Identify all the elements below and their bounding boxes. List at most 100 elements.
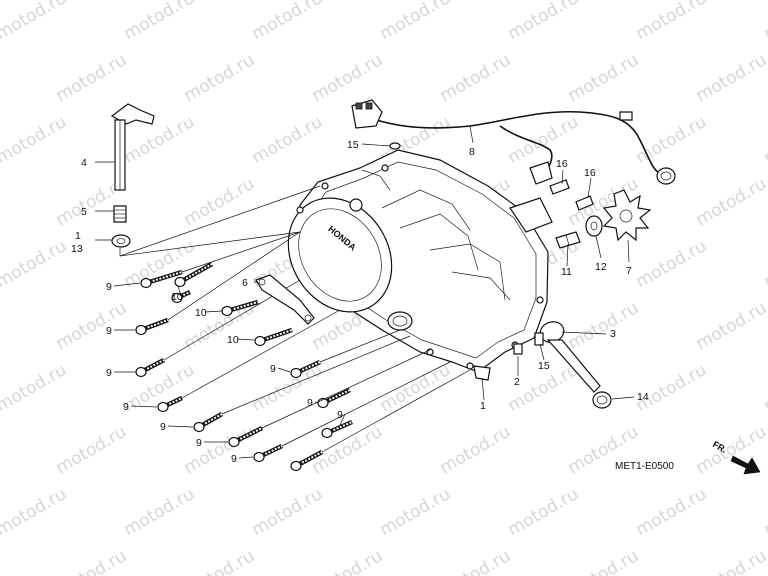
watermark-text: motod.ru [565,50,643,106]
bolt-head [321,427,333,439]
callouts: 4 5 1 13 15 8 16 16 11 12 7 9 10 6 10 9 … [71,125,674,472]
bolt [135,231,301,336]
bolt [171,289,191,304]
watermark-text: motod.ru [0,112,70,168]
watermark-text: motod.ru [437,422,515,478]
watermark-text: motod.ru [633,484,711,540]
bolt-head [290,367,302,379]
watermark-text: motod.ru [565,298,643,354]
watermark-text: motod.ru [181,422,259,478]
callout-leader [339,413,346,426]
callout-3: 3 [610,328,616,340]
watermark-text: motod.ru [693,546,768,576]
callout-11: 11 [561,266,572,278]
bolt [140,231,301,289]
watermark-text: motod.ru [693,174,768,230]
callout-1-bottom: 1 [480,400,486,412]
watermark-text: motod.ru [249,484,327,540]
wire-harness [351,99,676,233]
callout-9-j: 9 [231,453,237,465]
watermark-text: motod.ru [53,546,131,576]
bolt-head [171,292,183,304]
callout-9-i: 9 [196,437,202,449]
bolt-head [221,305,233,317]
watermark-text: motod.ru [0,50,2,106]
callout-16-right: 16 [584,167,596,179]
watermark-text: motod.ru [761,112,768,168]
callout-6: 6 [242,277,248,289]
bolt-head [290,460,302,472]
bolt-thread [259,329,293,342]
watermark-text: motod.ru [181,546,259,576]
watermark-text: motod.ru [633,0,711,44]
watermark-text: motod.ru [249,112,327,168]
callout-leader [238,456,254,459]
callout-10-c: 10 [227,334,239,346]
callout-9-a: 9 [106,281,112,293]
bolt-leader [319,329,401,363]
diagram-code: MET1-E0500 [615,461,674,472]
callout-leader [113,282,141,287]
callout-1-top: 1 [75,230,81,242]
callout-12: 12 [595,261,607,273]
watermark-text: motod.ru [53,422,131,478]
bolt-head [254,335,266,347]
bolt-thread [145,271,183,284]
bolt [174,262,214,288]
bolt-leader [167,231,301,321]
bolt-head [174,276,186,288]
callout-15-right: 15 [538,360,550,372]
callout-leader [130,405,158,408]
watermark-text: motod.ru [633,236,711,292]
watermark-text: motod.ru [437,546,515,576]
callout-2: 2 [514,376,520,388]
front-arrow-icon [730,455,761,475]
watermark-text: motod.ru [761,484,768,540]
sensor-parts [389,142,652,409]
bolt [321,419,353,439]
callout-leader [236,338,255,341]
watermark-text: motod.ru [0,0,70,44]
callout-leader [204,310,223,313]
callout-leader [167,425,194,428]
watermark-text: motod.ru [565,546,643,576]
callout-9-d: 9 [270,363,276,375]
bolt [254,327,293,347]
bolt-head [253,451,265,463]
watermark-text: motod.ru [249,360,327,416]
watermark-text: motod.ru [309,50,387,106]
callout-9-c: 9 [106,367,112,379]
bolt [290,329,401,379]
bolt-head [135,324,147,336]
callout-leader [314,401,319,404]
callout-5: 5 [81,206,87,218]
watermark-text: motod.ru [761,0,768,44]
bolt [317,387,351,409]
watermark-text: motod.ru [761,236,768,292]
bolt [253,361,451,463]
callout-9-h: 9 [337,409,343,421]
callout-9-g: 9 [160,421,166,433]
bolt [193,335,411,433]
callout-13: 13 [71,243,83,255]
watermark-text: motod.ru [0,546,2,576]
watermark-text: motod.ru [309,546,387,576]
bolt-leader [281,361,451,447]
watermark-text: motod.ru [53,298,131,354]
callout-9-b: 9 [106,325,112,337]
bolt-head [140,277,152,289]
callout-14: 14 [637,391,649,403]
watermark-text: motod.ru [633,360,711,416]
watermark-text: motod.ru [309,422,387,478]
watermark-text: motod.ru [693,298,768,354]
bolt-head [135,366,147,378]
bolts-layer [113,231,471,472]
watermark-text: motod.ru [181,174,259,230]
watermark-text: motod.ru [505,112,583,168]
watermark-text: motod.ru [0,236,70,292]
watermark-text: motod.ru [181,50,259,106]
callout-9-e: 9 [123,401,129,413]
bolt-leader [181,231,301,273]
watermark-text: motod.ru [0,174,2,230]
